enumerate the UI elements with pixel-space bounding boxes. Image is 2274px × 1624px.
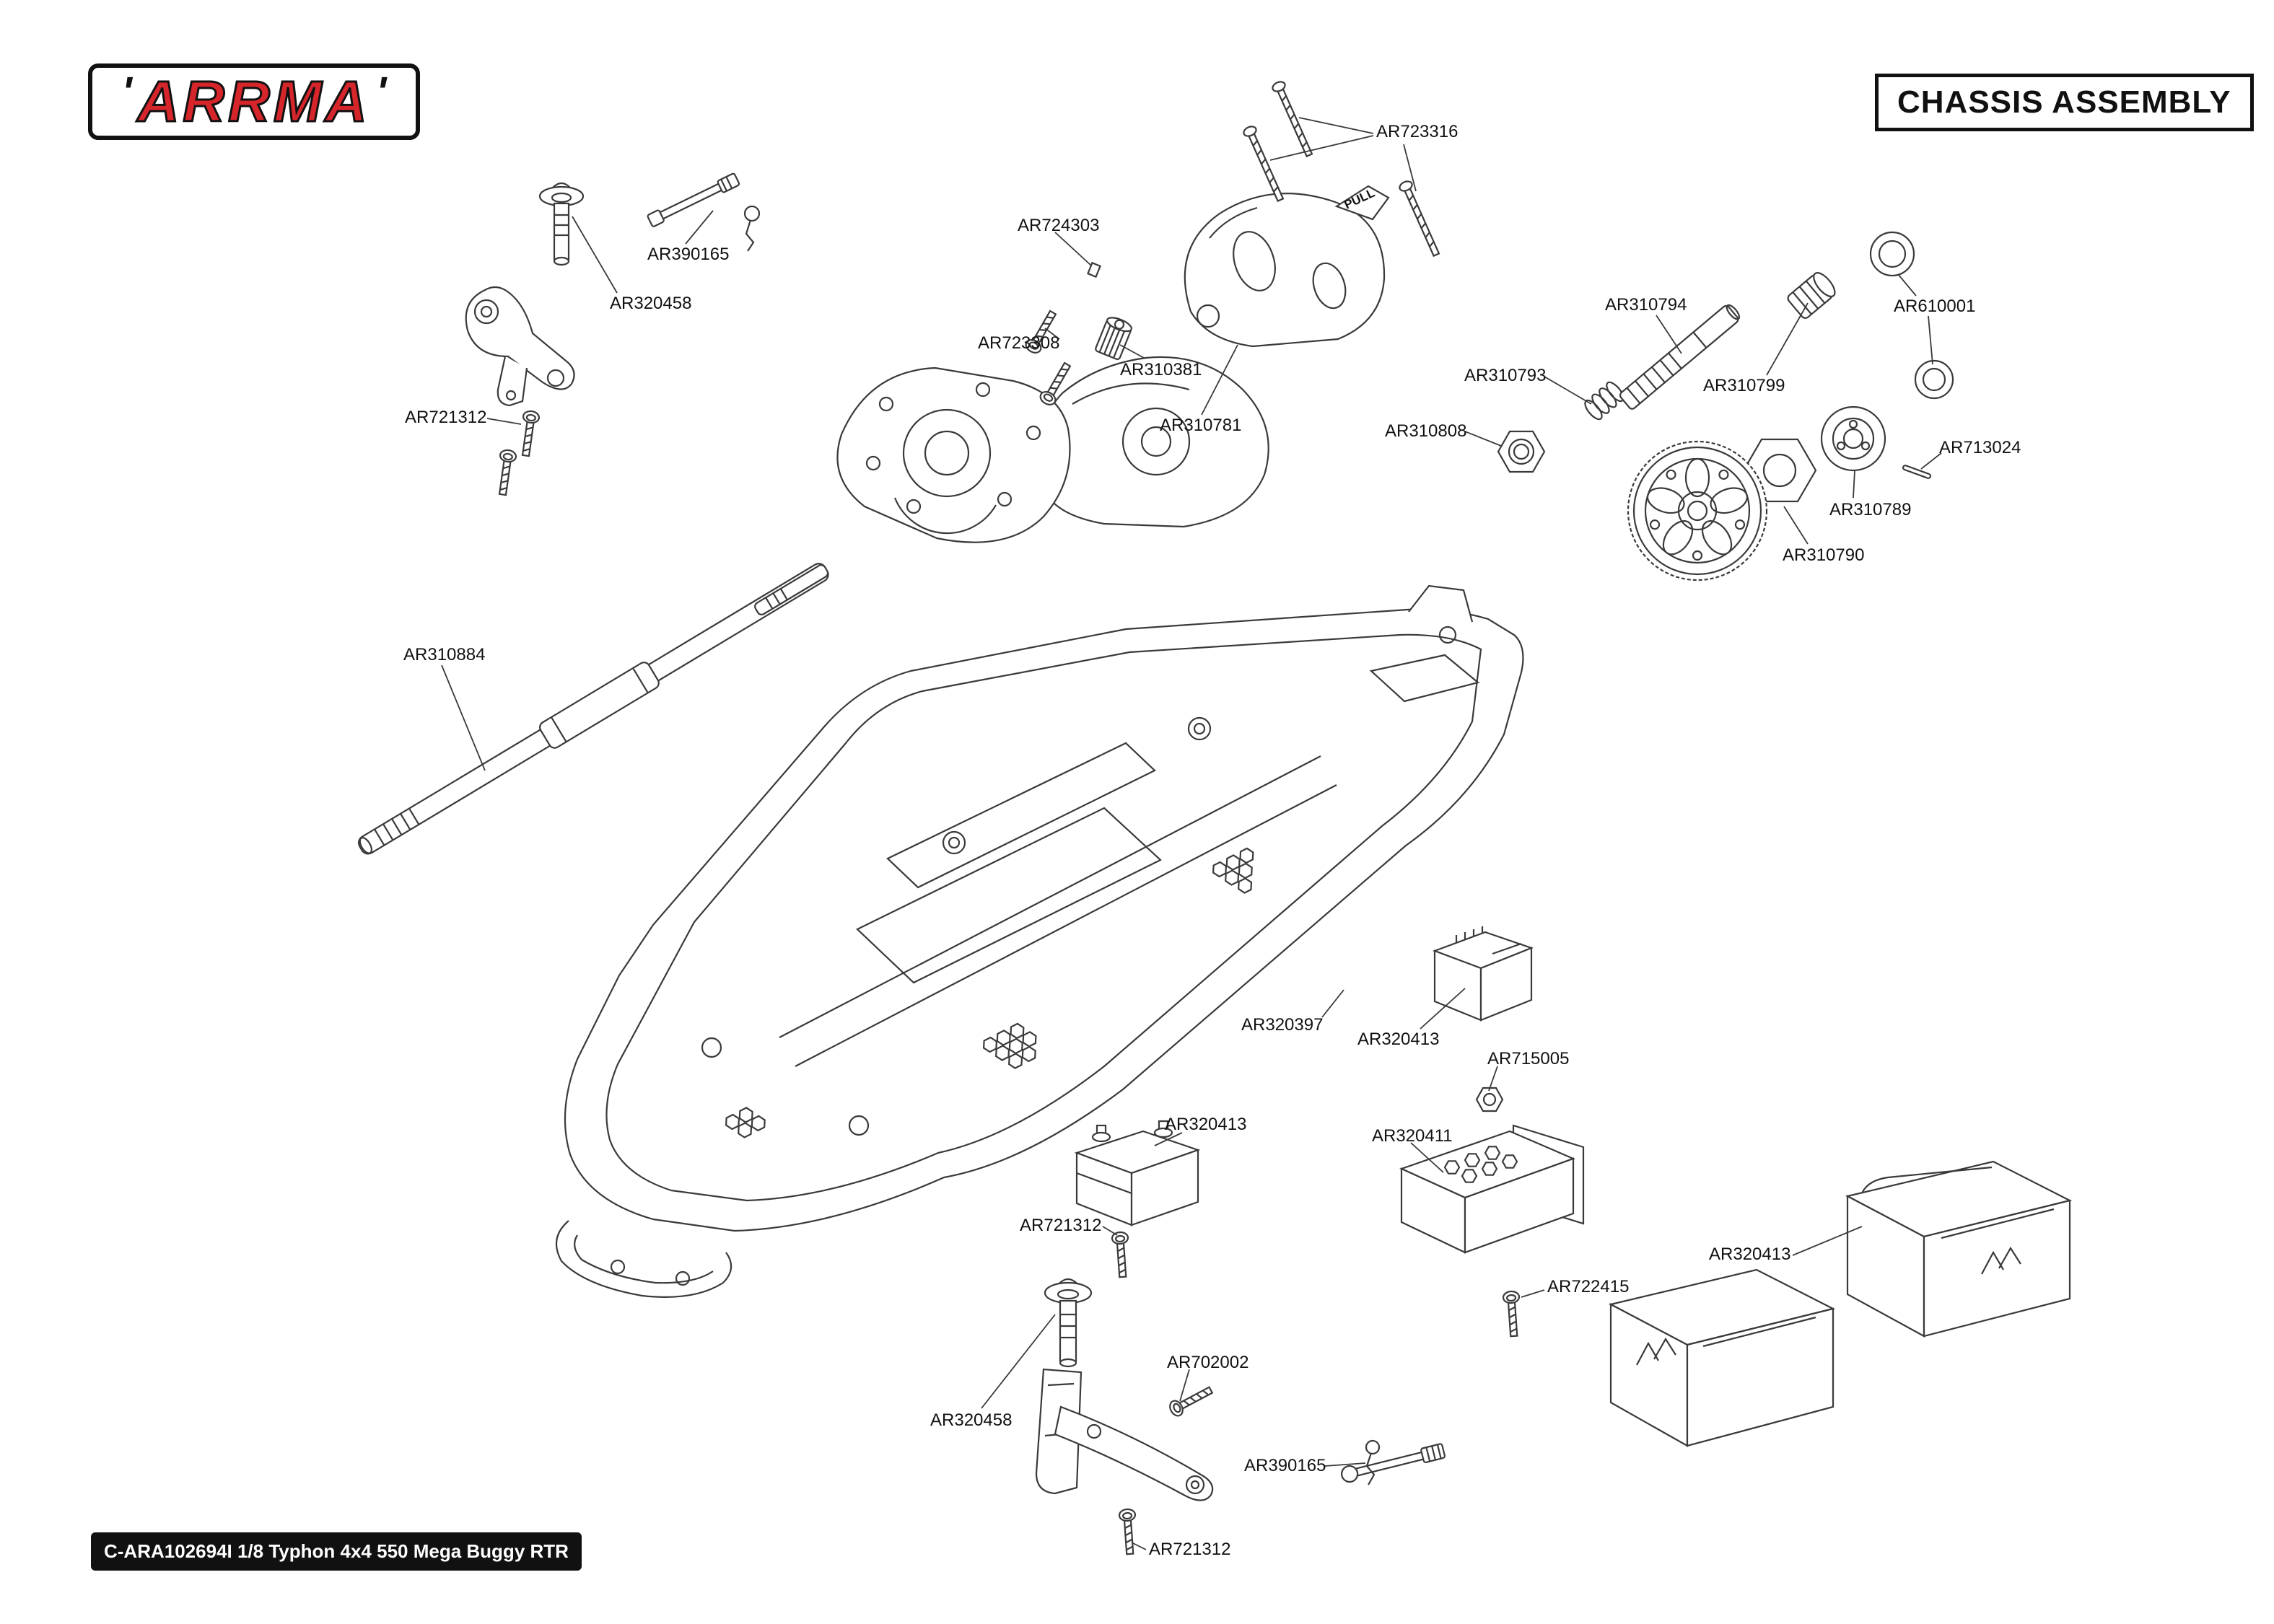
pinion-gear-art — [1095, 317, 1132, 361]
chassis-art — [555, 584, 1524, 1298]
part-label: AR310781 — [1160, 416, 1242, 435]
part-label: AR723308 — [978, 333, 1060, 353]
steering-bottom-art — [1035, 1278, 1214, 1501]
part-label: AR310789 — [1829, 500, 1912, 519]
part-label: AR310808 — [1385, 421, 1467, 441]
part-label: AR722415 — [1547, 1277, 1630, 1296]
part-label: AR320397 — [1241, 1015, 1324, 1035]
gearcase-art — [1038, 356, 1269, 528]
logo-brand-text: ARRMA — [136, 69, 371, 135]
part-label: AR310793 — [1464, 366, 1547, 385]
part-label: AR320413 — [1709, 1245, 1791, 1264]
steering-top-art — [465, 182, 585, 407]
part-label: AR721312 — [1020, 1216, 1102, 1235]
arrma-logo: ' ARRMA ' — [88, 63, 420, 140]
logo-quote-right: ' — [376, 68, 387, 115]
link-bottom-art — [1341, 1443, 1446, 1483]
screw-art — [1111, 1231, 1132, 1278]
screw-art — [1270, 79, 1316, 159]
part-label: AR310794 — [1605, 295, 1687, 315]
part-label: AR702002 — [1167, 1353, 1249, 1372]
slipper-assembly-art — [1497, 231, 1954, 581]
part-label: AR320413 — [1165, 1115, 1247, 1134]
logo-quote-left: ' — [121, 68, 132, 115]
foam-box-art — [1608, 1160, 2073, 1447]
part-label: AR390165 — [647, 245, 730, 264]
part-label: AR610001 — [1894, 297, 1976, 316]
part-label: AR715005 — [1487, 1049, 1570, 1068]
link-top-art — [647, 172, 740, 227]
page-title: CHASSIS ASSEMBLY — [1875, 74, 2254, 131]
receiver-box-art — [1432, 926, 1534, 1022]
part-label: AR320458 — [610, 294, 692, 313]
cover-plate-art: PULL — [1184, 185, 1390, 348]
battery-tray-art — [1399, 1124, 1585, 1254]
part-label: AR713024 — [1939, 438, 2021, 457]
part-label: AR721312 — [1149, 1540, 1231, 1559]
part-label: AR320458 — [930, 1410, 1013, 1430]
esc-box-art — [1074, 1120, 1201, 1226]
clip-top-art — [743, 205, 761, 252]
screw-art — [1118, 1508, 1139, 1555]
screw-art — [494, 448, 518, 497]
part-label: AR723316 — [1376, 122, 1459, 141]
screw-art — [1397, 178, 1443, 258]
part-label: AR320411 — [1372, 1126, 1453, 1146]
screw-art — [517, 409, 541, 458]
part-label: AR390165 — [1244, 1456, 1326, 1475]
part-label: AR724303 — [1018, 216, 1100, 235]
driveshaft-art — [357, 563, 829, 855]
part-label: AR310884 — [403, 645, 486, 664]
model-badge: C-ARA102694I 1/8 Typhon 4x4 550 Mega Bug… — [91, 1532, 582, 1571]
nut-art — [1475, 1087, 1504, 1112]
part-label: AR310799 — [1703, 376, 1785, 395]
part-label: AR310790 — [1783, 545, 1865, 565]
part-label: AR721312 — [405, 408, 487, 427]
clip-bottom-art — [1365, 1439, 1381, 1485]
part-label: AR310381 — [1120, 360, 1202, 379]
motor-plate-art — [836, 367, 1071, 543]
screw-art — [1241, 123, 1287, 203]
screw-art — [1166, 1382, 1215, 1419]
part-label: AR320413 — [1357, 1030, 1440, 1049]
set-screw-art — [1087, 261, 1101, 278]
leader-lines — [441, 117, 1942, 1550]
screw-art — [1502, 1290, 1523, 1338]
